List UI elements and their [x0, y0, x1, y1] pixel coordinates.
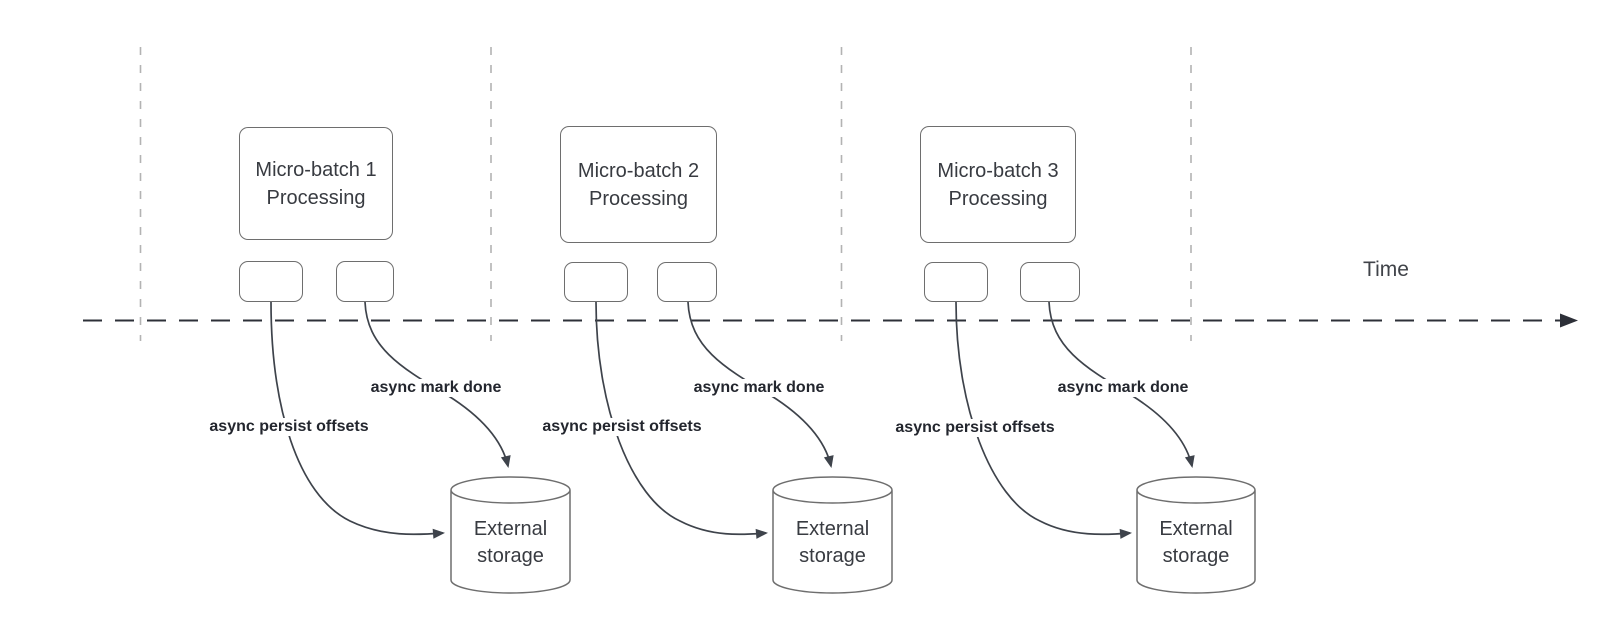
mark-done-label-3: async mark done: [1054, 379, 1192, 397]
persist-offsets-arrow-1: [270, 301, 445, 539]
persist-offsets-node-1: [239, 261, 303, 302]
time-axis-label: Time: [1363, 258, 1409, 281]
micro-batch-2-process-label: Micro-batch 2 Processing: [577, 159, 700, 210]
persist-offsets-node-3: [924, 262, 988, 302]
persist-offsets-node-2: [564, 262, 628, 302]
mark-done-node-3: [1020, 262, 1080, 302]
persist-offsets-label-2: async persist offsets: [539, 418, 705, 436]
external-storage-label-3: External storage: [1159, 518, 1233, 567]
external-storage-label-1: External storage: [473, 518, 548, 567]
micro-batch-3-process-label: Micro-batch 3 Processing: [937, 159, 1059, 210]
mark-done-node-2: [657, 262, 717, 302]
persist-offsets-arrow-2: [595, 301, 768, 539]
external-storage-cylinder-2: [772, 476, 893, 594]
mark-done-label-1: async mark done: [367, 379, 505, 397]
micro-batch-1-process-box: Micro-batch 1 Processing: [239, 127, 393, 240]
micro-batch-2-process-box: Micro-batch 2 Processing: [560, 126, 717, 243]
persist-offsets-arrow-3: [955, 301, 1132, 539]
persist-offsets-label-3: async persist offsets: [892, 419, 1058, 437]
mark-done-label-2: async mark done: [690, 379, 828, 397]
mark-done-node-1: [336, 261, 394, 302]
micro-batch-3-process-box: Micro-batch 3 Processing: [920, 126, 1076, 243]
external-storage-cylinder-3: [1136, 476, 1256, 594]
micro-batch-1-process-label: Micro-batch 1 Processing: [255, 158, 377, 209]
persist-offsets-label-1: async persist offsets: [206, 418, 372, 436]
external-storage-label-2: External storage: [795, 518, 870, 567]
external-storage-cylinder-1: [450, 476, 571, 594]
